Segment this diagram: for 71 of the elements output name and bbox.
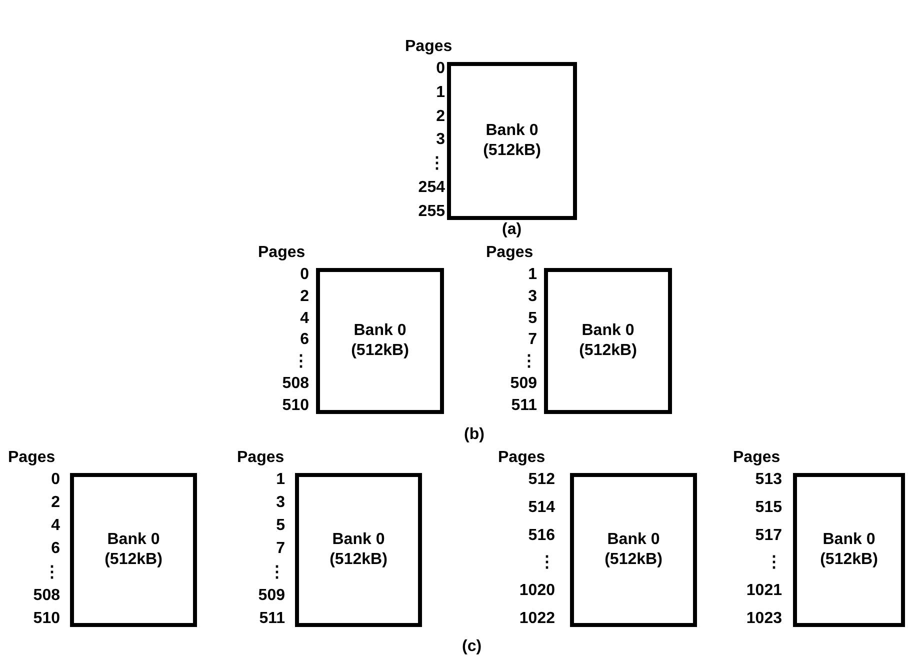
page-number: 516 xyxy=(528,526,555,544)
page-number: 1 xyxy=(528,266,537,283)
page-number: 5 xyxy=(528,310,537,327)
page-number: 0 xyxy=(51,471,60,488)
bank-label: Bank 0 (512kB) xyxy=(483,121,541,161)
panel-label: (c) xyxy=(462,638,482,656)
page-number: 3 xyxy=(276,494,285,512)
memory-bank-box xyxy=(793,473,905,627)
page-number: 511 xyxy=(259,610,285,627)
page-number: 511 xyxy=(511,396,537,414)
pages-heading: Pages xyxy=(8,449,56,467)
page-number: 7 xyxy=(276,540,285,558)
page-number: 509 xyxy=(510,375,537,392)
page-number: 3 xyxy=(436,131,445,148)
memory-bank-box xyxy=(70,473,197,627)
pages-heading: Pages xyxy=(258,244,306,262)
page-number: ⋮ xyxy=(429,155,445,172)
pages-heading: Pages xyxy=(498,449,546,467)
bank-label: Bank 0 (512kB) xyxy=(330,530,388,570)
page-number: 508 xyxy=(282,375,309,392)
page-number: 510 xyxy=(282,396,309,414)
page-number: 517 xyxy=(755,526,782,544)
page-number: 7 xyxy=(528,331,537,348)
page-number: 4 xyxy=(300,310,309,327)
page-number: 0 xyxy=(436,60,445,77)
page-number: ⋮ xyxy=(44,564,60,581)
memory-bank-box xyxy=(570,473,697,627)
page-number: 508 xyxy=(33,586,60,604)
page-number: 510 xyxy=(33,610,60,627)
page-number: 512 xyxy=(528,471,555,488)
page-number: 4 xyxy=(51,517,60,534)
pages-heading: Pages xyxy=(405,38,452,56)
page-number: 1021 xyxy=(746,582,782,600)
pages-heading: Pages xyxy=(733,449,780,467)
page-number: ⋮ xyxy=(539,554,555,572)
bank-label: Bank 0 (512kB) xyxy=(579,321,637,361)
page-number: 254 xyxy=(418,179,445,196)
page-number: ⋮ xyxy=(521,353,537,370)
page-number: 1 xyxy=(436,84,445,101)
bank-label: Bank 0 (512kB) xyxy=(351,321,409,361)
bank-label: Bank 0 (512kB) xyxy=(104,530,162,570)
pages-heading: Pages xyxy=(486,244,534,262)
page-number: 255 xyxy=(418,202,445,220)
memory-bank-box xyxy=(447,62,577,220)
page-number: 514 xyxy=(528,498,555,516)
page-number: 6 xyxy=(300,331,309,348)
page-number: ⋮ xyxy=(293,353,309,370)
page-number: 6 xyxy=(51,540,60,558)
bank-label: Bank 0 (512kB) xyxy=(604,530,662,570)
page-number: 0 xyxy=(300,266,309,283)
page-number: 1 xyxy=(276,471,285,488)
bank-label: Bank 0 (512kB) xyxy=(820,530,878,570)
page-number: 3 xyxy=(528,288,537,305)
page-number: 1023 xyxy=(746,610,782,627)
memory-bank-box xyxy=(295,473,422,627)
page-number: 509 xyxy=(258,586,285,604)
page-number: 515 xyxy=(755,498,782,516)
memory-bank-box xyxy=(316,268,444,414)
page-number: 2 xyxy=(436,108,445,125)
page-number: ⋮ xyxy=(766,554,782,572)
pages-heading: Pages xyxy=(237,449,284,467)
panel-label: (a) xyxy=(502,221,522,239)
page-number: 1022 xyxy=(519,610,555,627)
memory-bank-box xyxy=(544,268,672,414)
page-number: 5 xyxy=(276,517,285,534)
page-number: 513 xyxy=(755,471,782,488)
page-number: ⋮ xyxy=(269,564,285,581)
page-number: 2 xyxy=(300,288,309,305)
page-number: 1020 xyxy=(519,582,555,600)
panel-label: (b) xyxy=(464,426,484,444)
page-number: 2 xyxy=(51,494,60,512)
